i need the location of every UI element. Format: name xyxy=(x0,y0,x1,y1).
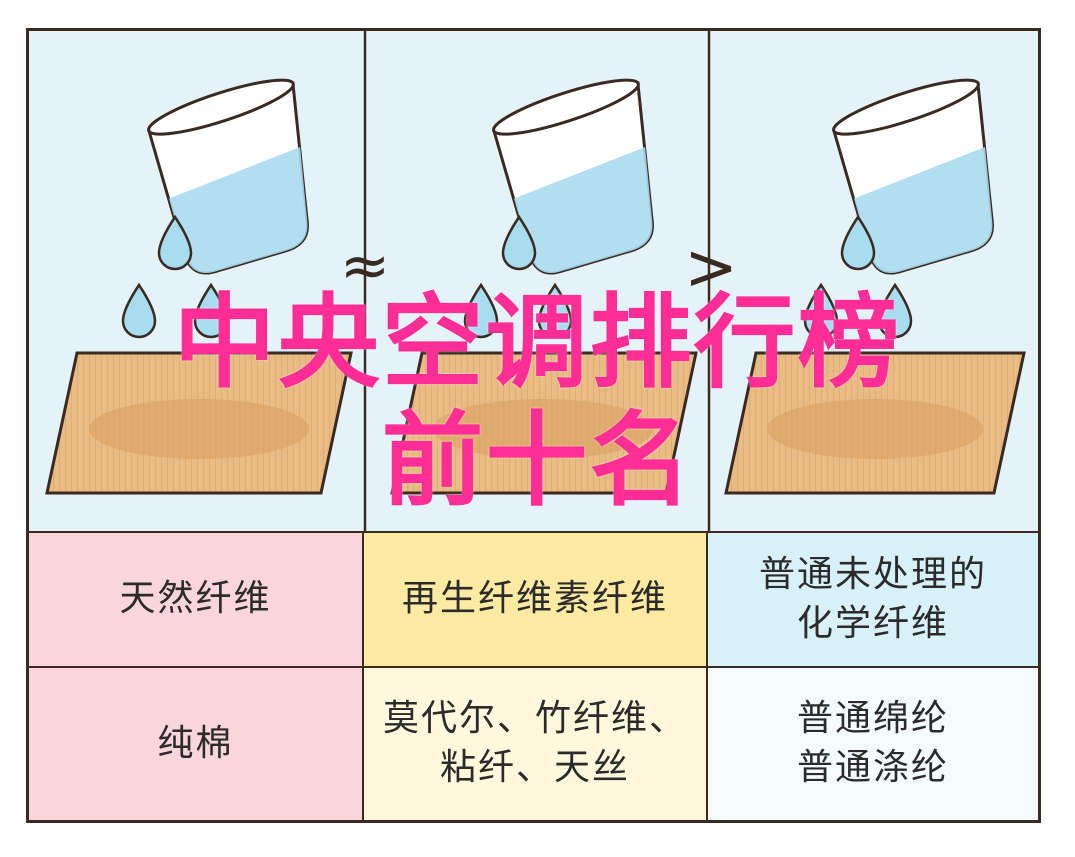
fiber-example-natural: 纯棉 xyxy=(29,666,364,820)
cell-label: 莫代尔、竹纤维、 粘纤、天丝 xyxy=(382,698,687,788)
absorbent-board-icon xyxy=(724,351,1026,495)
absorbent-board-icon xyxy=(45,351,353,495)
cell-label: 纯棉 xyxy=(157,722,234,764)
approx-symbol: ≈ xyxy=(340,231,390,301)
page-title: 中央空调排行榜 前十名 xyxy=(0,285,1075,521)
comparison-card: ≈ > 天然纤维 再生纤维素纤维 普通未处理的 化学纤维 纯棉 莫代尔、竹纤维、… xyxy=(26,28,1041,823)
greater-than-symbol: > xyxy=(684,231,738,305)
cell-label: 普通未处理的 化学纤维 xyxy=(758,553,987,644)
cell-label: 天然纤维 xyxy=(119,578,272,620)
absorption-illustration: ≈ > xyxy=(29,31,1038,531)
fiber-type-regenerated: 再生纤维素纤维 xyxy=(364,531,708,666)
cell-label: 再生纤维素纤维 xyxy=(401,578,668,620)
title-line-2: 前十名 xyxy=(381,402,694,521)
cell-label: 普通绵纶 普通涤纶 xyxy=(796,698,949,788)
absorbent-board-icon xyxy=(390,351,698,495)
fiber-example-chemical: 普通绵纶 普通涤纶 xyxy=(708,666,1038,820)
fiber-type-chemical: 普通未处理的 化学纤维 xyxy=(708,531,1038,666)
fiber-type-natural: 天然纤维 xyxy=(29,531,364,666)
fiber-example-regenerated: 莫代尔、竹纤维、 粘纤、天丝 xyxy=(364,666,708,820)
title-line-1: 中央空调排行榜 xyxy=(173,284,902,403)
